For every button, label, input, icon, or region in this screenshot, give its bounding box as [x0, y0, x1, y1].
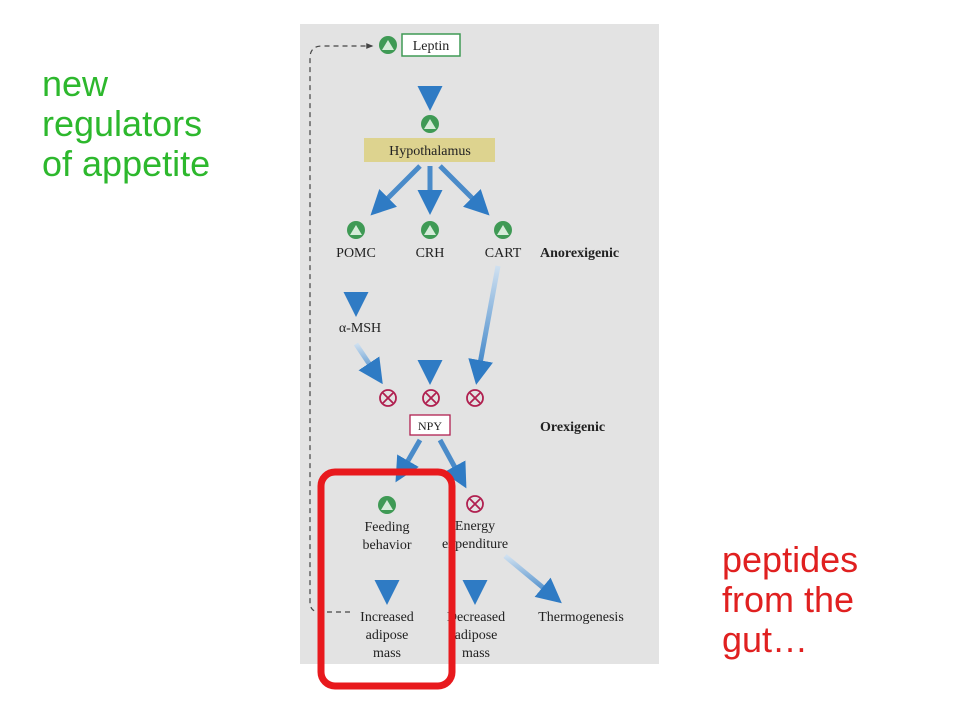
energy-label-line2: expenditure [442, 537, 508, 552]
inhibit-icon [466, 389, 484, 407]
pomc-label: POMC [336, 246, 376, 261]
increased-label-line3: mass [373, 646, 401, 661]
energy-label-line1: Energy [455, 519, 495, 534]
left-annotation: new regulators of appetite [42, 63, 211, 184]
anorexigenic-label: Anorexigenic [540, 246, 619, 261]
msh-inhibit-arrow [353, 342, 383, 385]
inhibit-icon [379, 389, 397, 407]
npy-label: NPY [418, 419, 442, 433]
hypothalamus-cart-arrow [438, 164, 490, 216]
cart-label: CART [485, 246, 522, 261]
npy-energy-arrow [437, 438, 467, 489]
inhibit-icon [422, 389, 440, 407]
decreased-label-line1: Decreased [447, 610, 505, 625]
hypothalamus-pomc-arrow [370, 164, 422, 216]
stimulate-icon [379, 36, 397, 54]
increased-label-line1: Increased [360, 610, 414, 625]
stimulate-icon [378, 496, 396, 514]
feeding-label-line1: Feeding [364, 520, 409, 535]
stimulate-icon [421, 115, 439, 133]
energy-thermogenesis-arrow [503, 554, 562, 604]
stimulate-icon [494, 221, 512, 239]
diagram-panel [300, 24, 659, 664]
decreased-label-line2: adipose [455, 628, 498, 643]
right-annotation: peptides from the gut… [722, 539, 859, 660]
npy-box [409, 414, 451, 436]
increased-label-line2: adipose [366, 628, 409, 643]
leptin-box [401, 33, 461, 57]
hypothalamus-label: Hypothalamus [389, 144, 471, 159]
stimulate-icon [421, 221, 439, 239]
decreased-label-line3: mass [462, 646, 490, 661]
feedback-dashed-arrow [309, 43, 374, 613]
hypothalamus-box [364, 138, 495, 162]
stimulate-icon [347, 221, 365, 239]
msh-label: α-MSH [339, 321, 381, 336]
thermogenesis-label: Thermogenesis [538, 610, 624, 625]
feeding-label-line2: behavior [363, 538, 412, 553]
highlight-box [317, 468, 456, 690]
crh-label: CRH [416, 246, 445, 261]
inhibit-icon [466, 495, 484, 513]
leptin-label: Leptin [413, 39, 450, 54]
orexigenic-label: Orexigenic [540, 420, 605, 435]
cart-inhibit-arrow [468, 265, 501, 385]
